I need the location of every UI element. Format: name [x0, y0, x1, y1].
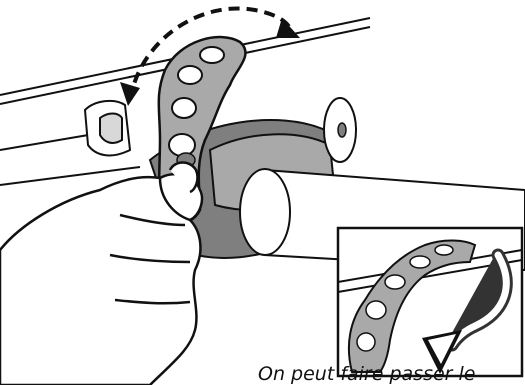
hand [0, 163, 202, 385]
caption: On peut faire passer le [258, 363, 525, 385]
left-bracket [85, 101, 130, 156]
pulley-ring [324, 98, 356, 162]
